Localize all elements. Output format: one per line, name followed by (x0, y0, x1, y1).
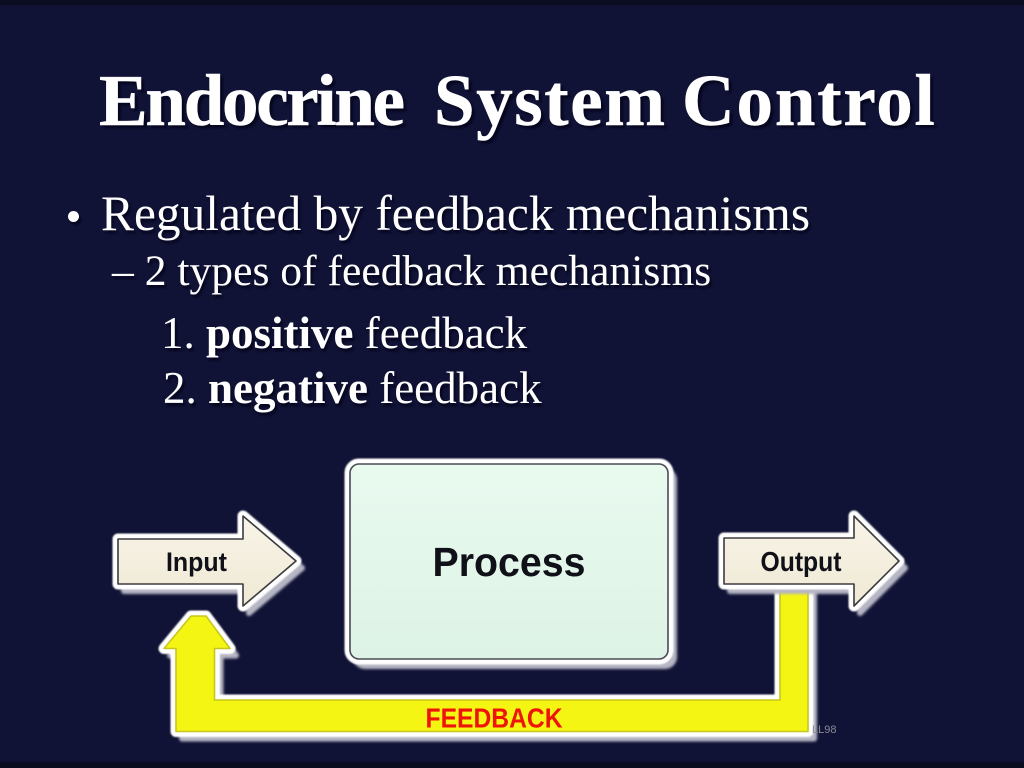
svg-text:LL98: LL98 (812, 724, 836, 736)
svg-text:Input: Input (166, 547, 227, 577)
svg-text:Output: Output (761, 546, 842, 577)
svg-text:FEEDBACK: FEEDBACK (426, 703, 563, 734)
svg-text:Process: Process (433, 539, 586, 585)
